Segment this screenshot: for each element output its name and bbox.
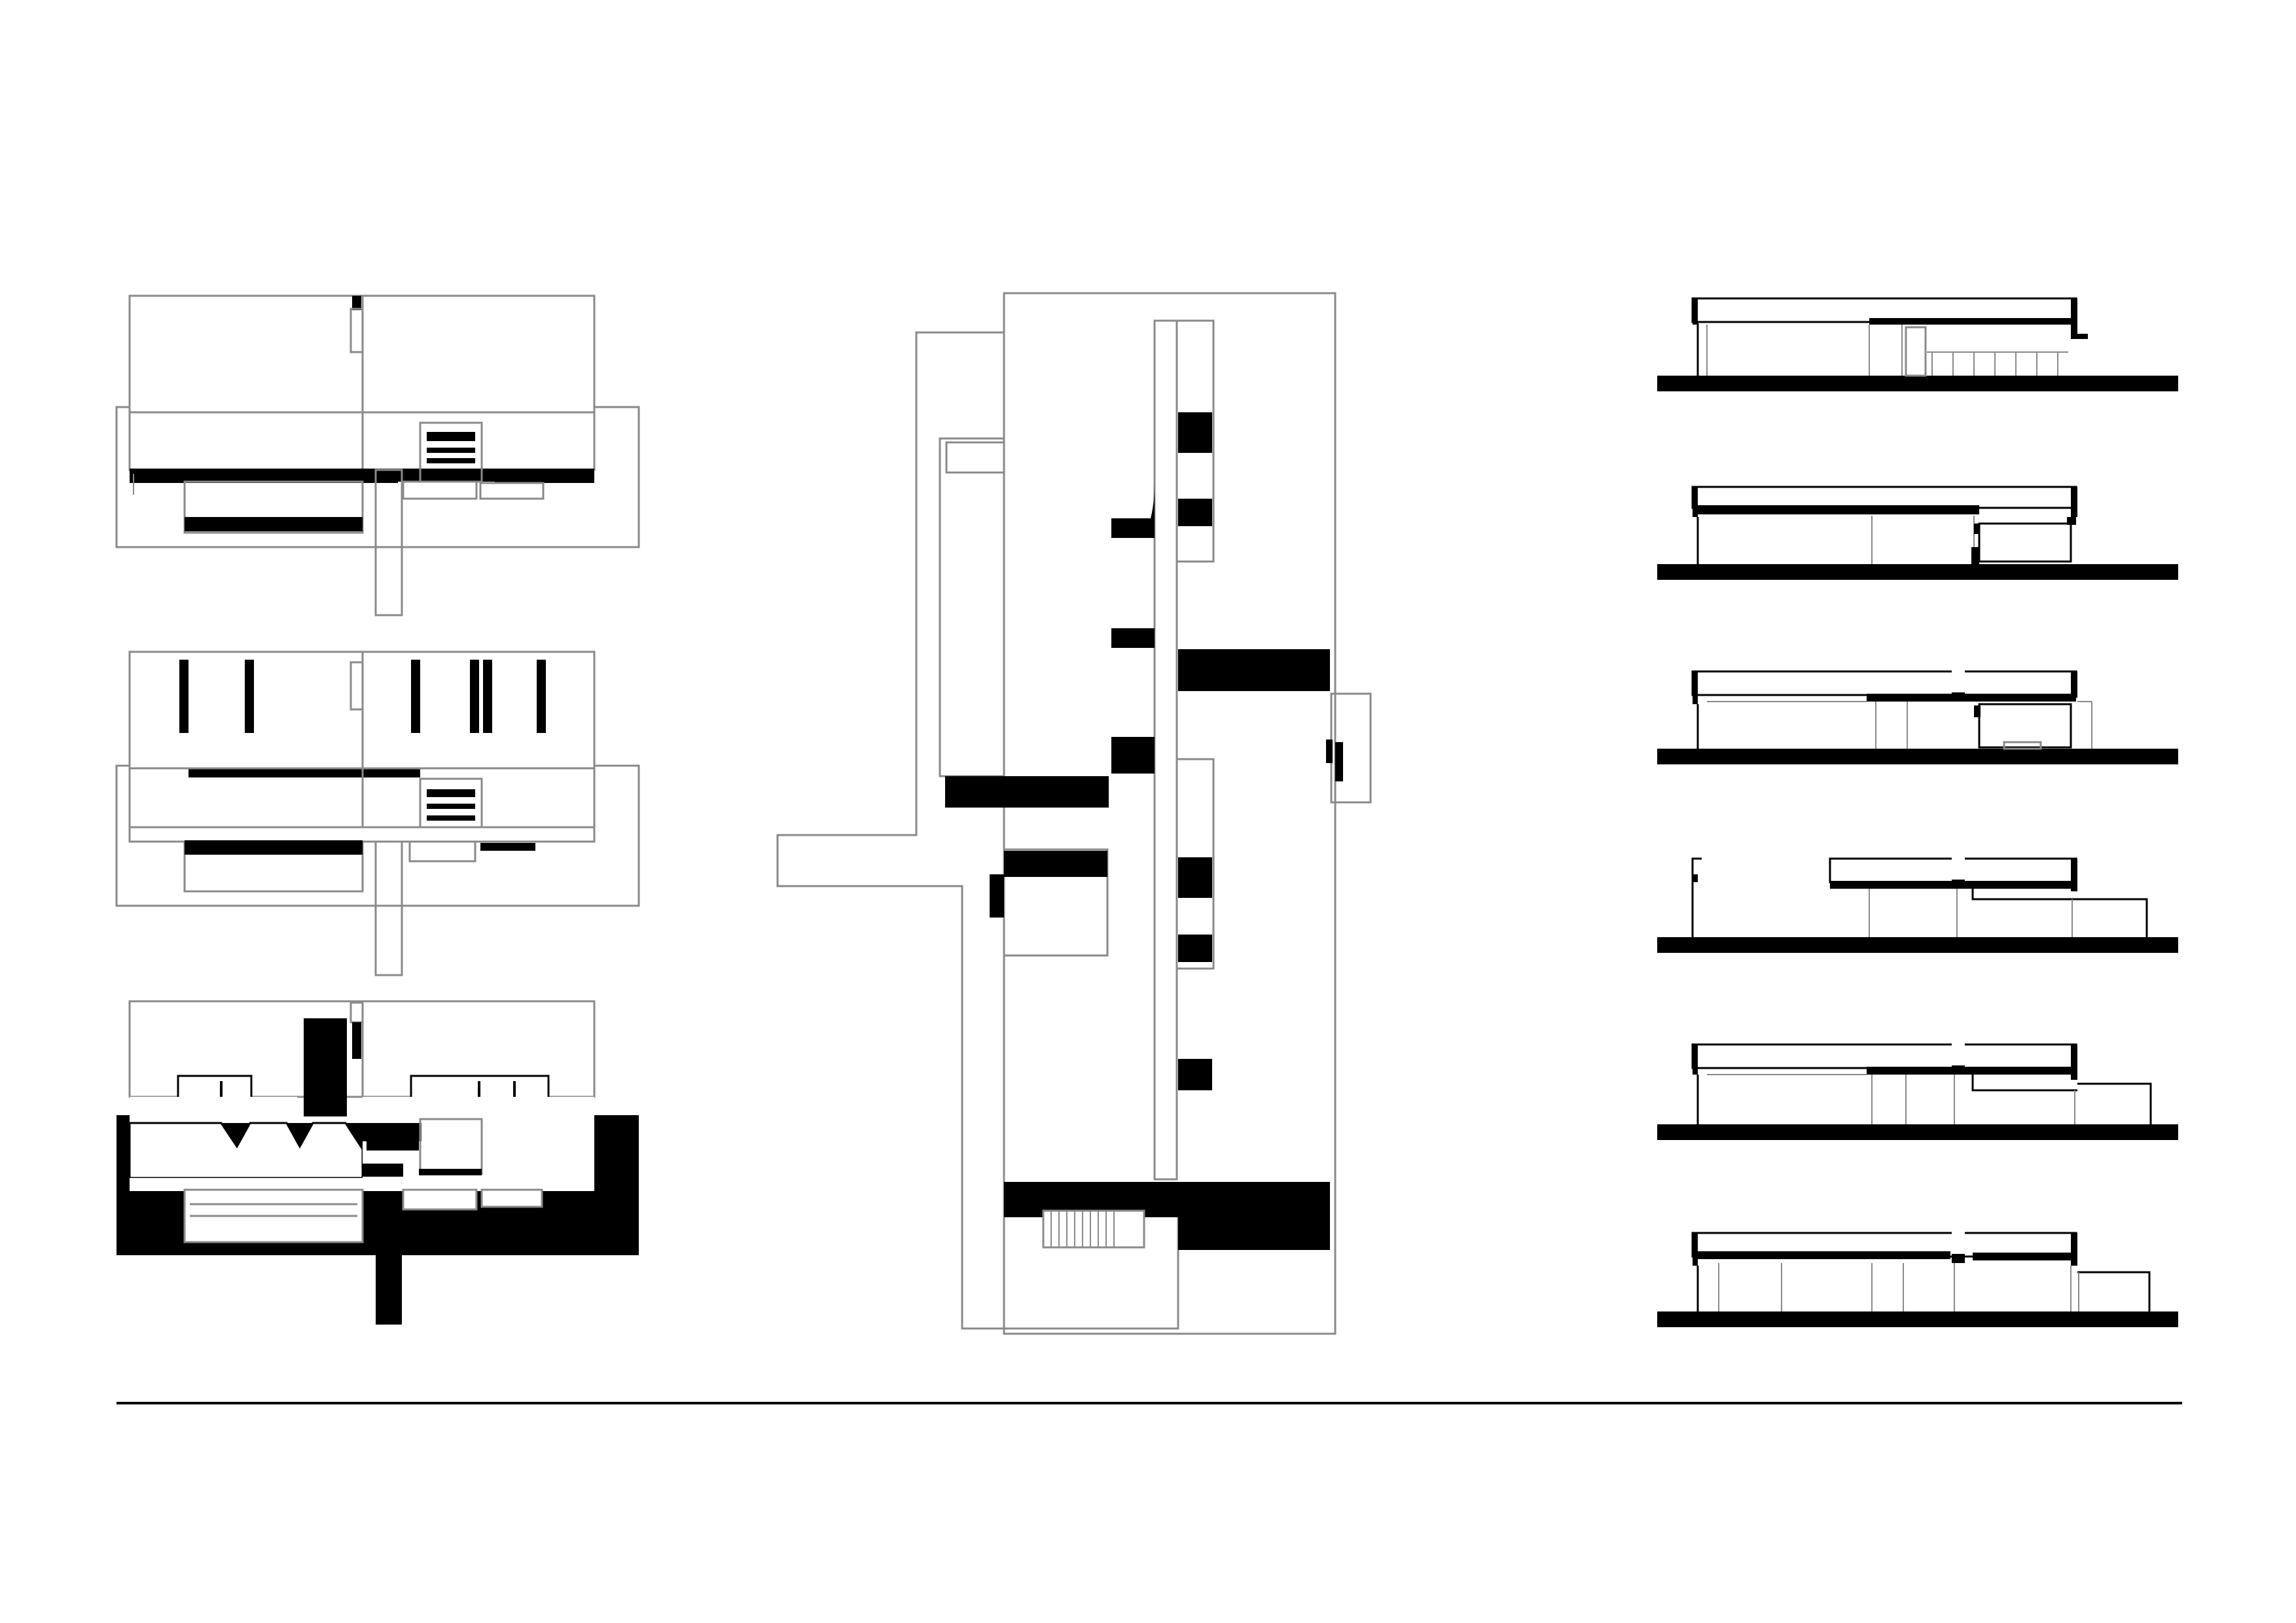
section-drawing-4 [1657, 857, 2178, 953]
plan-drawing-1 [115, 294, 640, 616]
section-drawing-5 [1657, 1043, 2178, 1140]
section-drawing-6 [1657, 1232, 2178, 1327]
plan-drawing-3 [117, 1000, 639, 1325]
plan-drawing-2 [115, 651, 640, 976]
section-drawing-1 [1657, 297, 2178, 391]
section-drawing-2 [1657, 486, 2178, 580]
section-drawing-3 [1657, 670, 2178, 764]
site-plan-drawing [776, 292, 1372, 1335]
